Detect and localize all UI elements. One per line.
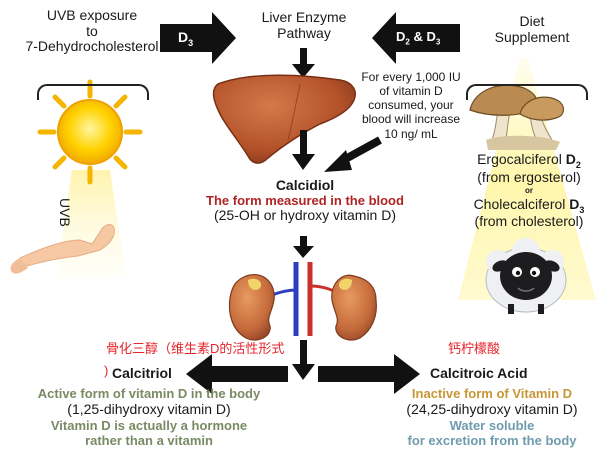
liver-note-line: For every 1,000 IU [361, 70, 461, 84]
cholecalciferol-source: (from cholesterol) [474, 213, 584, 230]
uvb-title: UVB exposure to 7-Dehydrocholesterol [4, 7, 180, 55]
calcitroic-line3: Water soluble [449, 418, 535, 434]
arrow-to-calcitroic [318, 354, 420, 394]
calcidiol-detail: (25-OH or hydroxy vitamin D) [213, 207, 397, 224]
diet-bracket [466, 84, 588, 100]
liver-note-line: consumed, your [368, 98, 454, 113]
calcitroic-chinese-label: 钙柠檬酸 [448, 341, 501, 356]
calcitriol-line2: (1,25-dihydroxy vitamin D) [67, 400, 231, 417]
uvb-title-line: 7-Dehydrocholesterol [25, 38, 159, 55]
calcidiol-subtitle: The form measured in the blood [206, 192, 404, 208]
or-label: or [525, 185, 533, 195]
arrow-to-liver [292, 48, 315, 78]
sheep-icon [485, 238, 567, 314]
arrow-to-calcitriol [186, 354, 288, 394]
calcitriol-bracket: ) [104, 363, 109, 378]
diet-title-line: Supplement [494, 28, 570, 45]
arrow-down-center [292, 340, 315, 380]
calcitriol-line3: Vitamin D is actually a hormone [50, 418, 248, 434]
liver-note: For every 1,000 IU of vitamin D consumed… [344, 70, 478, 141]
liver-title-line: Pathway [277, 24, 331, 41]
liver-note-line: 10 ng/ mL [384, 126, 438, 141]
d3-arrow [160, 12, 236, 64]
calcidiol-name: Calcidiol [275, 177, 335, 193]
kidney-icon [228, 262, 377, 341]
cholecalciferol-label: Cholecalciferol D3 [473, 195, 585, 215]
d2d3-arrow-label: D2 & D3 [396, 29, 441, 47]
arrow-diet-to-liver [324, 136, 382, 172]
uvb-title-line: UVB exposure [46, 7, 138, 23]
sun-icon [37, 79, 143, 185]
calcitriol-name: Calcitriol [112, 365, 172, 381]
diet-title-line: Diet [519, 13, 545, 29]
ergocalciferol-label: Ergocalciferol D2 [477, 151, 581, 170]
mushroom-icon [469, 84, 565, 150]
uvb-beam-label: UVB [57, 198, 73, 227]
uvb-title-line: to [86, 22, 98, 39]
d3-arrow-label: D3 [178, 29, 194, 48]
liver-note-line: blood will increase [361, 112, 461, 127]
calcitroic-name: Calcitroic Acid [430, 365, 528, 381]
diet-light-beam [458, 58, 596, 300]
d2d3-arrow [372, 12, 460, 64]
liver-title-line: Liver Enzyme [261, 9, 347, 25]
diet-title: Diet Supplement [484, 13, 580, 45]
arrow-calcidiol-to-kidney [293, 236, 314, 258]
calcitriol-block: Active form of vitamin D in the body (1,… [0, 386, 298, 448]
calcitriol-line4: rather than a vitamin [85, 432, 213, 448]
calcitroic-block: Inactive form of Vitamin D (24,25-dihydr… [386, 386, 598, 448]
calcitroic-line1: Inactive form of Vitamin D [411, 386, 573, 401]
ergocalciferol-source: (from ergosterol) [477, 168, 581, 185]
calcitroic-line4: for excretion from the body [407, 432, 577, 448]
calcitriol-chinese-label: 骨化三醇（维生素D的活性形式 [106, 341, 285, 356]
calcitriol-line1: Active form of vitamin D in the body [37, 386, 261, 401]
liver-icon [212, 74, 356, 164]
diet-forms: Ergocalciferol D2 (from ergosterol) or C… [456, 151, 602, 230]
liver-title: Liver Enzyme Pathway [242, 9, 366, 41]
calcidiol-block: Calcidiol The form measured in the blood… [160, 177, 450, 224]
arm-icon [10, 224, 115, 274]
calcitroic-line2: (24,25-dihydroxy vitamin D) [406, 400, 578, 417]
uvb-bracket [37, 84, 149, 100]
arrow-liver-to-calcidiol [292, 130, 315, 170]
liver-note-line: of vitamin D [379, 84, 443, 99]
